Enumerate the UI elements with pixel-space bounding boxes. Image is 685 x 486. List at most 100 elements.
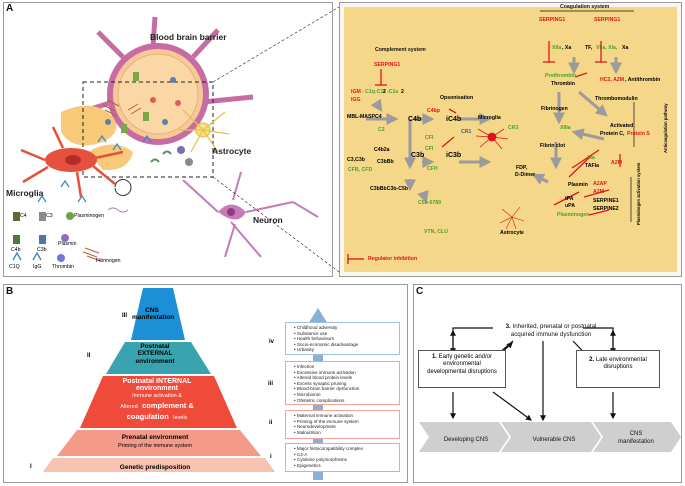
node-ic4b: iC4b <box>446 116 462 123</box>
node-c3b: C3b <box>411 152 425 159</box>
tier-prenatal-text: Prenatal environment Priming of the immu… <box>118 434 192 449</box>
microglia-sketch <box>475 128 509 150</box>
node-fibrin-clot: Fibrin clot <box>540 143 566 149</box>
node-microglia: Microglia <box>478 115 501 121</box>
node-c3bbbc3bcb: C3bBbC3b-C5b <box>370 186 409 192</box>
node-viia-xia: VIIa, XIa, <box>596 45 618 51</box>
card-i-roman: i <box>270 454 272 460</box>
node-plasmin: Plasmin <box>568 182 588 188</box>
node-cfh: CFH <box>427 166 438 172</box>
node-xia: XIa <box>587 155 595 161</box>
node-protein-c: Protein C, <box>600 131 625 137</box>
node-igm: IGM <box>351 89 361 95</box>
panel-c-arrows <box>419 327 681 452</box>
box-2: 2. Late environmental disruptions <box>576 350 660 388</box>
tier-internal-text: Postnatal INTERNAL environment Immune ac… <box>120 378 194 422</box>
pathway-canvas <box>344 7 677 272</box>
tier-iii-numeral: III <box>122 313 128 319</box>
node-mbl: MBL-MASP <box>347 114 375 120</box>
node-protein-s: Protein S <box>627 131 650 137</box>
node-fibrinogen: Fibrinogen <box>541 106 568 112</box>
node-serping1-a: SERPING1 <box>374 62 401 68</box>
node-c1s: -C1s <box>387 89 399 95</box>
node-serping1-c: SERPING1 <box>594 17 621 23</box>
node-activated: Activated <box>610 123 634 129</box>
panel-c-label: C <box>416 286 424 297</box>
node-c1q-c1r: - C1q-C1r <box>362 89 386 95</box>
node-xiiia: XIIIa <box>560 125 571 131</box>
tier-ii-numeral: II <box>87 353 91 359</box>
tier-cns <box>131 288 185 340</box>
node-serpine2: SERPINE2 <box>593 206 619 212</box>
stage-chevrons <box>419 422 681 452</box>
node-c3c3b: C3,C3b <box>347 157 365 163</box>
node-prothrombin: Prothrombin, <box>545 73 578 79</box>
node-cfi-1: CFI <box>425 135 434 141</box>
node-c5b6789: C5b-6789 <box>418 200 442 206</box>
node-cr1: CR1 <box>461 129 472 135</box>
legend-c3b: C3b <box>37 247 47 253</box>
neuron-cell <box>182 171 319 258</box>
legend-c1q: C1Q <box>9 264 20 270</box>
node-xa2: Xa <box>622 45 629 51</box>
astrocyte-sketch <box>499 206 525 230</box>
stage-vulnerable: Vulnerable CNS <box>532 437 576 443</box>
legend-icons <box>12 212 102 262</box>
node-thrombin: Thrombin <box>551 81 575 87</box>
inhibition-legend-icon <box>347 254 364 264</box>
pathway-arrows <box>347 10 635 264</box>
node-serping1-b: SERPING1 <box>539 17 566 23</box>
node-tpa: tPA <box>565 196 574 202</box>
node-astrocyte: Astrocyte <box>500 230 524 236</box>
bbb-title: Blood brain barrier <box>150 32 227 42</box>
node-ic3b: iC3b <box>446 152 462 159</box>
card-iii: InfectionExcessive immune activationAlte… <box>285 361 400 405</box>
card-ii: Maternal immune activationPriming of the… <box>285 410 400 439</box>
card-iv-roman: iv <box>269 339 275 345</box>
astrocyte-cell <box>179 109 230 153</box>
node-c4b: C4b <box>408 116 422 123</box>
box-1: 1. Early genetic and/or environmental de… <box>418 350 506 388</box>
astrocyte-label: Astrocyte <box>212 146 252 156</box>
node-thrombomodulin: Thrombomodulin <box>595 96 638 102</box>
node-opsonisation: Opsonisation <box>440 95 474 101</box>
node-a2m2: A2M <box>593 189 604 195</box>
panel-b-label: B <box>6 286 14 297</box>
microglia-cell <box>20 126 124 198</box>
tier-genetic-text: Genetic predisposition <box>119 464 191 471</box>
legend-c3: C3 <box>46 213 53 219</box>
node-antithrombin: , Antithrombin <box>625 77 661 83</box>
legend-igg: IgG <box>33 264 42 270</box>
cell-illustration <box>12 16 319 262</box>
tier-external <box>106 342 211 374</box>
stage-developing: Developing CNS <box>443 437 489 443</box>
tier-internal <box>80 376 237 428</box>
node-upa: uPA <box>565 203 575 209</box>
node-two-b: 2 <box>401 89 404 95</box>
box-3: 3. Inherited, prenatal or postnatal acqu… <box>505 323 597 338</box>
legend-c4: C4 <box>20 213 27 219</box>
card-iii-roman: iii <box>268 381 274 387</box>
legend-thrombin: Thrombin <box>52 264 74 270</box>
node-c4: C4 <box>375 114 382 120</box>
node-cfi-2: CFI <box>425 146 434 152</box>
node-c4bp: C4bp <box>427 108 440 114</box>
node-tf: TF, <box>585 45 593 51</box>
node-serpine1: SERPINE1 <box>593 198 619 204</box>
node-xiia-xa: , Xa <box>562 45 572 51</box>
molecules <box>37 72 193 213</box>
microglia-label: Microglia <box>6 188 44 198</box>
card-ii-roman: ii <box>269 420 273 426</box>
node-a2m: A2M <box>611 160 622 166</box>
node-anticoag: Anticoagulation pathway <box>663 103 668 153</box>
legend-c4b: C4b <box>11 247 21 253</box>
card-iv: Childhood adversitySubstance useHealth b… <box>285 322 400 355</box>
node-a2ap: A2AP <box>593 181 607 187</box>
node-hc2a2m: HC2, A2M <box>600 77 625 83</box>
node-two-a: 2 <box>383 89 386 95</box>
neuron-label: Neuron <box>253 215 283 225</box>
panel-a-label: A <box>6 3 14 14</box>
tier-prenatal <box>57 430 261 456</box>
